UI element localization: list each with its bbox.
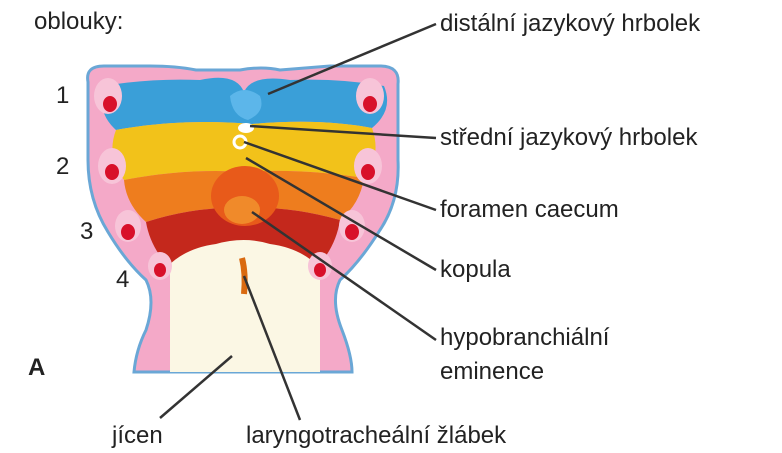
- arch-number-3: 3: [80, 220, 93, 244]
- label-foramen-caecum: foramen caecum: [440, 198, 619, 222]
- label-copula: kopula: [440, 258, 511, 282]
- label-laryngotracheal-groove: laryngotracheální žlábek: [246, 424, 506, 448]
- label-distal-tongue-bud: distální jazykový hrbolek: [440, 12, 700, 36]
- label-median-tongue-bud: střední jazykový hrbolek: [440, 126, 697, 150]
- hypobranchial-eminence-shape: [224, 196, 260, 224]
- pharynx-floor: [170, 232, 320, 372]
- arches-heading: oblouky:: [34, 10, 123, 34]
- label-hypobranchial-eminence-line1: hypobranchiální: [440, 326, 609, 350]
- arch-number-4: 4: [116, 268, 129, 292]
- arch-number-2: 2: [56, 155, 69, 179]
- arch-number-1: 1: [56, 84, 69, 108]
- panel-letter: A: [28, 356, 45, 380]
- label-esophagus: jícen: [112, 424, 163, 448]
- label-hypobranchial-eminence-line2: eminence: [440, 360, 544, 384]
- median-tongue-bud-shape: [238, 123, 254, 133]
